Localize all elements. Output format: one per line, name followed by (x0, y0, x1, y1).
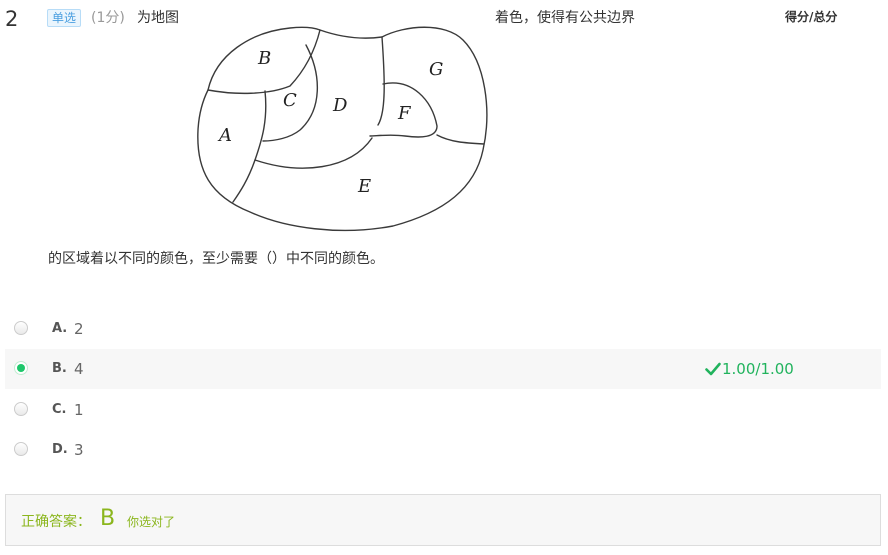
option-d[interactable]: D. 3 (5, 430, 881, 470)
map-figure: A B C D E F G (197, 26, 488, 232)
option-c[interactable]: C. 1 (5, 390, 881, 430)
option-text: 3 (74, 441, 84, 459)
boundary-g (436, 134, 485, 145)
map-label-a: A (217, 125, 232, 146)
boundary-f (369, 82, 438, 138)
option-letter: C. (52, 402, 67, 417)
option-text: 1 (74, 401, 84, 419)
map-label-b: B (257, 48, 271, 69)
answer-note: 你选对了 (127, 515, 176, 529)
map-label-g: G (429, 59, 443, 80)
boundary-c (262, 44, 318, 142)
option-letter: D. (52, 442, 68, 457)
boundary-e (254, 137, 373, 169)
map-label-c: C (283, 90, 297, 111)
option-a[interactable]: A. 2 (5, 309, 881, 349)
question-text-part2: 着色，使得有公共边界 (495, 10, 635, 26)
map-label-d: D (332, 95, 348, 116)
radio-icon[interactable] (14, 442, 28, 456)
answer-letter: B (100, 506, 116, 531)
score-header: 得分/总分 (785, 10, 838, 24)
radio-icon[interactable] (14, 402, 28, 416)
map-label-e: E (357, 176, 371, 197)
boundary-b (207, 29, 321, 95)
boundary-d (377, 36, 385, 126)
check-icon (705, 362, 721, 376)
question-score: (1分) (91, 10, 125, 26)
option-letter: B. (52, 361, 67, 376)
radio-icon[interactable] (14, 321, 28, 335)
question-number: 2 (5, 7, 19, 31)
radio-icon[interactable] (14, 361, 28, 375)
option-score-value: 1.00/1.00 (722, 360, 794, 378)
option-text: 4 (74, 360, 84, 378)
question-text-part1: 为地图 (137, 10, 179, 26)
option-b[interactable]: B. 4 1.00/1.00 (5, 349, 881, 389)
boundary-a (232, 90, 267, 203)
question-type-badge: 单选 (47, 9, 82, 27)
map-outline (197, 26, 488, 232)
answer-label: 正确答案： (21, 514, 91, 530)
option-score: 1.00/1.00 (705, 359, 794, 379)
question-text-part3: 的区域着以不同的颜色，至少需要（）中不同的颜色。 (48, 251, 384, 267)
answer-box: 正确答案： B 你选对了 (5, 494, 881, 546)
option-letter: A. (52, 321, 68, 336)
option-text: 2 (74, 320, 84, 338)
map-label-f: F (397, 103, 412, 124)
